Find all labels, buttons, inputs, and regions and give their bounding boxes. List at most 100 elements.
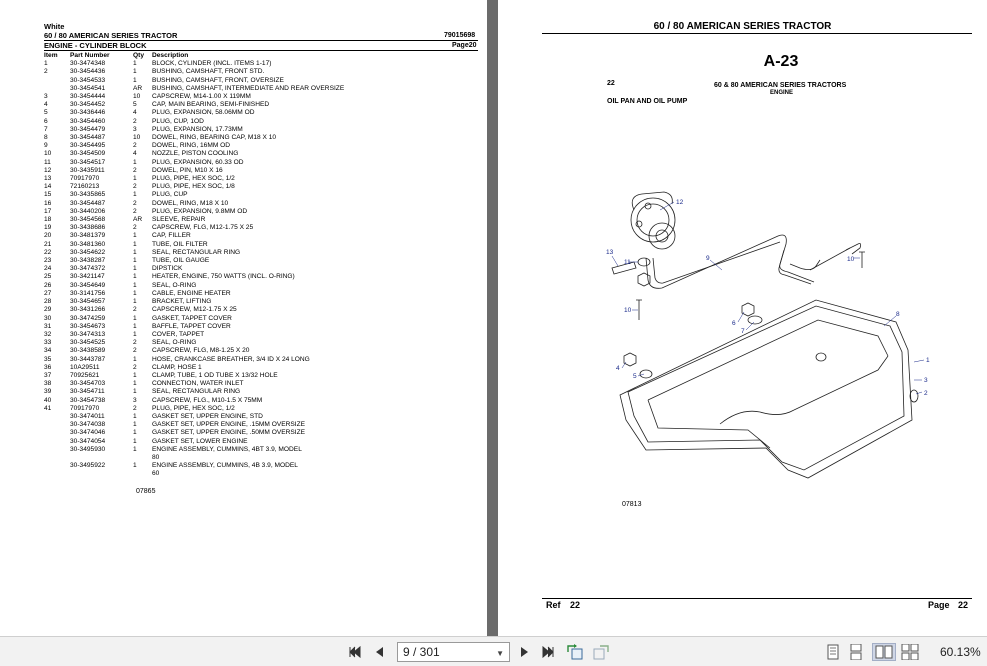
cell-item: 12	[44, 166, 52, 174]
cell-qty: 2	[133, 339, 137, 347]
cell-part-number: 30-3454436	[70, 68, 106, 76]
cell-part-number: 30-3495930	[70, 445, 106, 453]
rotate-back-icon[interactable]	[565, 644, 585, 660]
cell-part-number: 30-3454622	[70, 248, 106, 256]
footer-page-value: 22	[958, 600, 969, 610]
cell-part-number: 30-3436446	[70, 109, 106, 117]
right-page: 60 / 80 AMERICAN SERIES TRACTOR A-23 22 …	[498, 0, 987, 636]
cell-description: CAPSCREW, FLG, M8-1.25 X 20	[152, 347, 250, 355]
figure-id: A-23	[763, 53, 799, 70]
bolt-10-right	[859, 251, 865, 268]
callout-11: 11	[624, 259, 631, 266]
cell-item	[44, 85, 70, 93]
cell-description: DOWEL, PIN, M10 X 16	[152, 166, 223, 174]
right-page-title: 60 / 80 AMERICAN SERIES TRACTOR	[653, 21, 832, 32]
cell-description: DOWEL, RING, 16MM OD	[152, 142, 231, 150]
cell-item	[44, 462, 70, 470]
cell-qty: 2	[133, 166, 137, 174]
cell-part-number: 70917970	[70, 404, 100, 412]
first-page-icon[interactable]	[347, 644, 363, 660]
cell-description: SEAL, O-RING	[152, 281, 197, 289]
cell-description: PLUG, CUP	[152, 191, 188, 199]
cell-qty: 1	[133, 76, 137, 84]
drain-plug-6	[741, 302, 755, 317]
cell-description: GASKET SET, UPPER ENGINE, .50MM OVERSIZE	[152, 429, 306, 437]
cell-item: 16	[44, 199, 52, 207]
diagram-code: 07813	[622, 501, 642, 508]
two-page-icon[interactable]	[872, 643, 896, 661]
cell-description: PLUG, EXPANSION, 9.8MM OD	[152, 207, 248, 215]
cell-item	[44, 470, 70, 478]
doc-number: 79015698	[444, 32, 476, 39]
cell-qty: 3	[133, 125, 137, 133]
cell-part-number	[70, 470, 133, 478]
cell-part-number: 30-3454673	[70, 322, 106, 330]
cell-description: CONNECTION, WATER INLET	[152, 380, 244, 388]
cell-part-number: 30-3454487	[70, 134, 106, 142]
cell-qty: 1	[133, 412, 137, 420]
bolt-10-left	[636, 299, 642, 320]
cell-item: 27	[44, 289, 52, 297]
cell-part-number: 30-3454541	[70, 84, 106, 92]
cell-qty: 1	[133, 289, 137, 297]
cell-part-number: 30-3438686	[70, 224, 106, 232]
cell-item: 26	[44, 281, 52, 289]
cell-qty: 4	[133, 109, 137, 117]
cell-description: PLUG, EXPANSION, 17.73MM	[152, 125, 243, 133]
cell-description: 60	[152, 470, 160, 478]
page-gap	[487, 0, 498, 636]
title-rule	[542, 33, 972, 34]
cell-part-number: 30-3474046	[70, 429, 106, 437]
prev-page-icon[interactable]	[372, 644, 386, 660]
cell-qty: 1	[133, 314, 137, 322]
cell-item	[44, 454, 70, 462]
next-page-icon[interactable]	[518, 644, 532, 660]
cell-description: GASKET, TAPPET COVER	[152, 314, 232, 322]
rotate-forward-icon[interactable]	[591, 644, 611, 660]
cell-qty: 1	[133, 322, 137, 330]
cell-item	[44, 421, 70, 429]
cell-qty: 2	[133, 224, 137, 232]
callout-1: 1	[926, 357, 930, 364]
cell-qty: 2	[133, 363, 137, 371]
zoom-level[interactable]: 60.13%	[940, 645, 981, 659]
cell-item: 30	[44, 314, 52, 322]
cell-qty: 1	[133, 248, 137, 256]
cell-description: SEAL, O-RING	[152, 339, 197, 347]
cell-description: PLUG, PIPE, HEX SOC, 1/2	[152, 404, 235, 412]
cell-qty: 3	[133, 396, 137, 404]
cell-description: CAPSCREW, M14-1.00 X 119MM	[152, 93, 251, 101]
single-page-icon[interactable]	[826, 644, 840, 660]
table-row: 60	[44, 470, 472, 478]
continuous-icon[interactable]	[849, 644, 863, 660]
cell-qty: 1	[133, 158, 137, 166]
page-number-select[interactable]: 9 / 301 ▼	[397, 642, 510, 662]
cell-qty: 1	[133, 330, 137, 338]
cell-qty: 1	[133, 273, 137, 281]
last-page-icon[interactable]	[540, 644, 556, 660]
cell-item: 15	[44, 191, 52, 199]
cell-item: 4	[44, 101, 48, 109]
cell-description: SLEEVE, REPAIR	[152, 216, 206, 224]
callout-5: 5	[633, 373, 637, 380]
cell-description: DOWEL, RING, BEARING CAP, M18 X 10	[152, 134, 277, 142]
cell-item: 31	[44, 322, 52, 330]
two-page-continuous-icon[interactable]	[901, 644, 919, 660]
cell-qty: 2	[133, 207, 137, 215]
cell-description: CAPSCREW, M12-1.75 X 25	[152, 306, 237, 314]
cell-qty: AR	[133, 216, 143, 224]
cell-description: BAFFLE, TAPPET COVER	[152, 322, 231, 330]
cell-part-number: 30-3474348	[70, 60, 106, 68]
cell-item: 14	[44, 183, 52, 191]
cell-description: COVER, TAPPET	[152, 330, 205, 338]
gasket-7	[747, 315, 763, 325]
cell-part-number: 30-3454517	[70, 158, 106, 166]
